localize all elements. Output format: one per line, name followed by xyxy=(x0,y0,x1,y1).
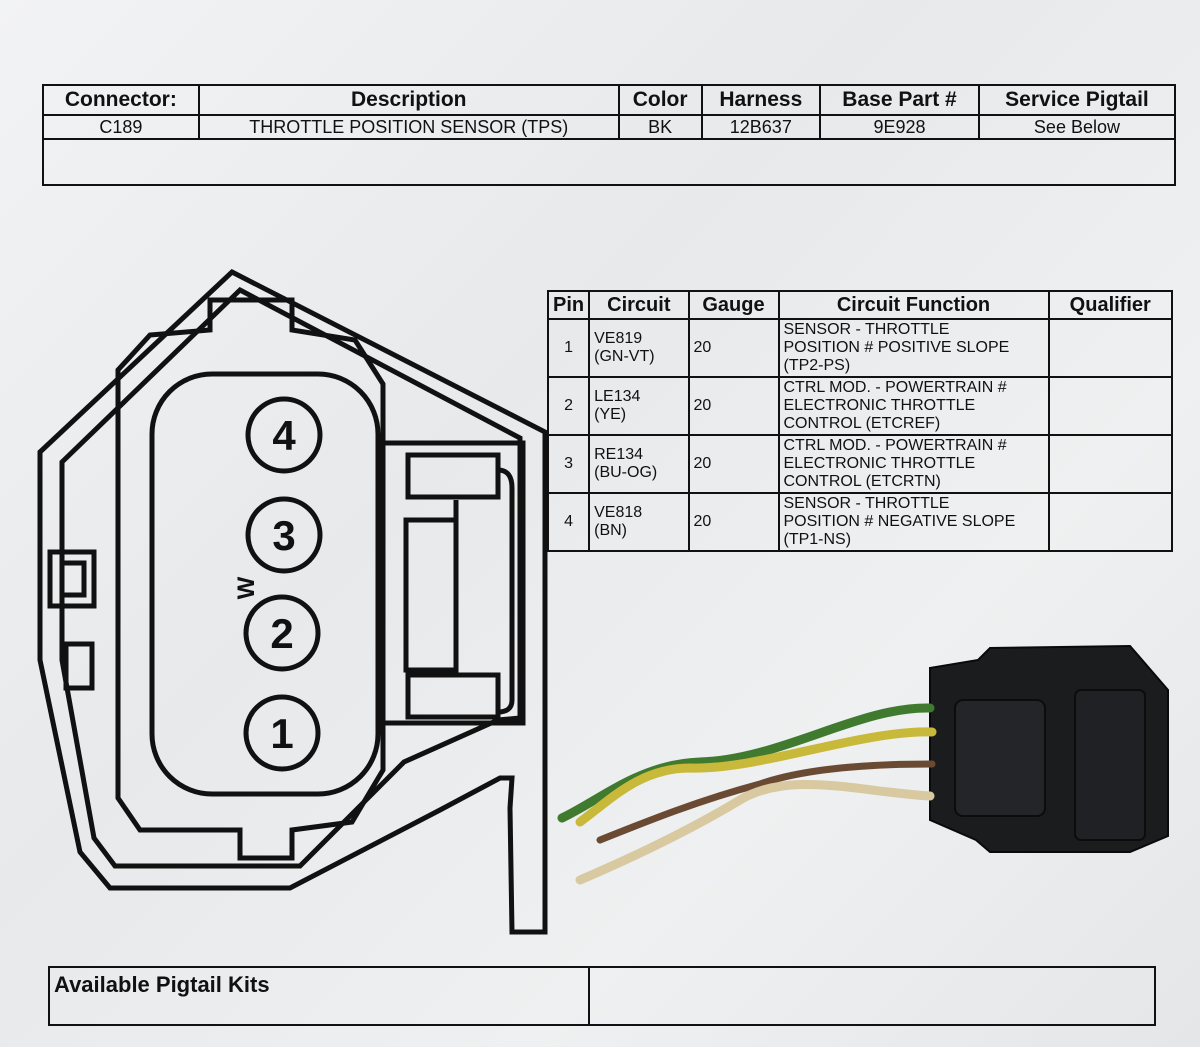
blank-cell xyxy=(42,138,1176,186)
photo-wires xyxy=(557,703,937,885)
header-circuit: Circuit xyxy=(588,290,690,320)
pin-circuit: VE818 (BN) xyxy=(588,492,690,552)
pin-number: 3 xyxy=(546,434,591,494)
pin-number: 4 xyxy=(546,492,591,552)
connector-photo xyxy=(557,644,1169,885)
header-gauge: Gauge xyxy=(687,290,780,320)
photo-housing-side xyxy=(1074,689,1146,841)
pin-number: 1 xyxy=(546,318,591,378)
pin-function: CTRL MOD. - POWERTRAIN # ELECTRONIC THRO… xyxy=(777,376,1050,436)
connector-table-header: Connector: Description Color Harness Bas… xyxy=(42,84,1177,116)
cell-connector: C189 xyxy=(42,114,200,140)
pin-label-3: 3 xyxy=(272,512,295,559)
pin-table-header: Pin Circuit Gauge Circuit Function Quali… xyxy=(546,290,1173,320)
header-base-part: Base Part # xyxy=(819,84,980,116)
pin-gauge: 20 xyxy=(687,434,780,494)
connector-face-diagram xyxy=(37,268,548,935)
connector-table: Connector: Description Color Harness Bas… xyxy=(42,84,1177,186)
pin-row: 2 LE134 (YE) 20 CTRL MOD. - POWERTRAIN #… xyxy=(546,376,1173,436)
wire-yellow xyxy=(575,727,937,827)
pin-circuit: VE819 (GN-VT) xyxy=(588,318,690,378)
pin-labels: 4 3 2 1 W xyxy=(233,412,296,757)
pigtail-kits-row: Available Pigtail Kits xyxy=(48,966,1156,1026)
header-color: Color xyxy=(617,84,703,116)
connector-table-row: C189 THROTTLE POSITION SENSOR (TPS) BK 1… xyxy=(42,114,1177,140)
pin-row: 4 VE818 (BN) 20 SENSOR - THROTTLE POSITI… xyxy=(546,492,1173,552)
cell-color: BK xyxy=(617,114,703,140)
pin-circuit: RE134 (BU-OG) xyxy=(588,434,690,494)
pin-circuit: LE134 (YE) xyxy=(588,376,690,436)
pin-function: SENSOR - THROTTLE POSITION # NEGATIVE SL… xyxy=(777,492,1050,552)
header-qualifier: Qualifier xyxy=(1047,290,1173,320)
pin-row: 3 RE134 (BU-OG) 20 CTRL MOD. - POWERTRAI… xyxy=(546,434,1173,494)
pin-function: CTRL MOD. - POWERTRAIN # ELECTRONIC THRO… xyxy=(777,434,1050,494)
connector-table-blank-row xyxy=(42,138,1176,186)
cell-service-pigtail: See Below xyxy=(977,114,1177,140)
header-circuit-function: Circuit Function xyxy=(777,290,1050,320)
header-service-pigtail: Service Pigtail xyxy=(977,84,1177,116)
header-pin: Pin xyxy=(546,290,591,320)
pigtail-kits-table: Available Pigtail Kits xyxy=(48,966,1156,1026)
pin-gauge: 20 xyxy=(687,318,780,378)
cell-harness: 12B637 xyxy=(700,114,822,140)
pin-qualifier xyxy=(1047,434,1173,494)
pigtail-kits-title: Available Pigtail Kits xyxy=(48,966,590,1026)
photo-latch-window xyxy=(954,699,1046,817)
pigtail-kits-blank xyxy=(588,966,1156,1026)
pin-row: 1 VE819 (GN-VT) 20 SENSOR - THROTTLE POS… xyxy=(546,318,1173,378)
pin-label-2: 2 xyxy=(270,610,293,657)
pin-gauge: 20 xyxy=(687,376,780,436)
pin-qualifier xyxy=(1047,376,1173,436)
pin-function: SENSOR - THROTTLE POSITION # POSITIVE SL… xyxy=(777,318,1050,378)
keying-marker: W xyxy=(233,576,260,599)
header-harness: Harness xyxy=(700,84,822,116)
pin-qualifier xyxy=(1047,492,1173,552)
pin-table: Pin Circuit Gauge Circuit Function Quali… xyxy=(546,290,1173,552)
header-connector: Connector: xyxy=(42,84,200,116)
pin-gauge: 20 xyxy=(687,492,780,552)
pin-label-1: 1 xyxy=(270,710,293,757)
header-description: Description xyxy=(197,84,620,116)
cell-base-part: 9E928 xyxy=(819,114,980,140)
wire-tan xyxy=(575,779,935,885)
wire-green xyxy=(557,703,935,823)
cell-description: THROTTLE POSITION SENSOR (TPS) xyxy=(197,114,620,140)
pin-label-4: 4 xyxy=(272,412,296,459)
pin-qualifier xyxy=(1047,318,1173,378)
wire-brown xyxy=(596,760,936,844)
pin-number: 2 xyxy=(546,376,591,436)
